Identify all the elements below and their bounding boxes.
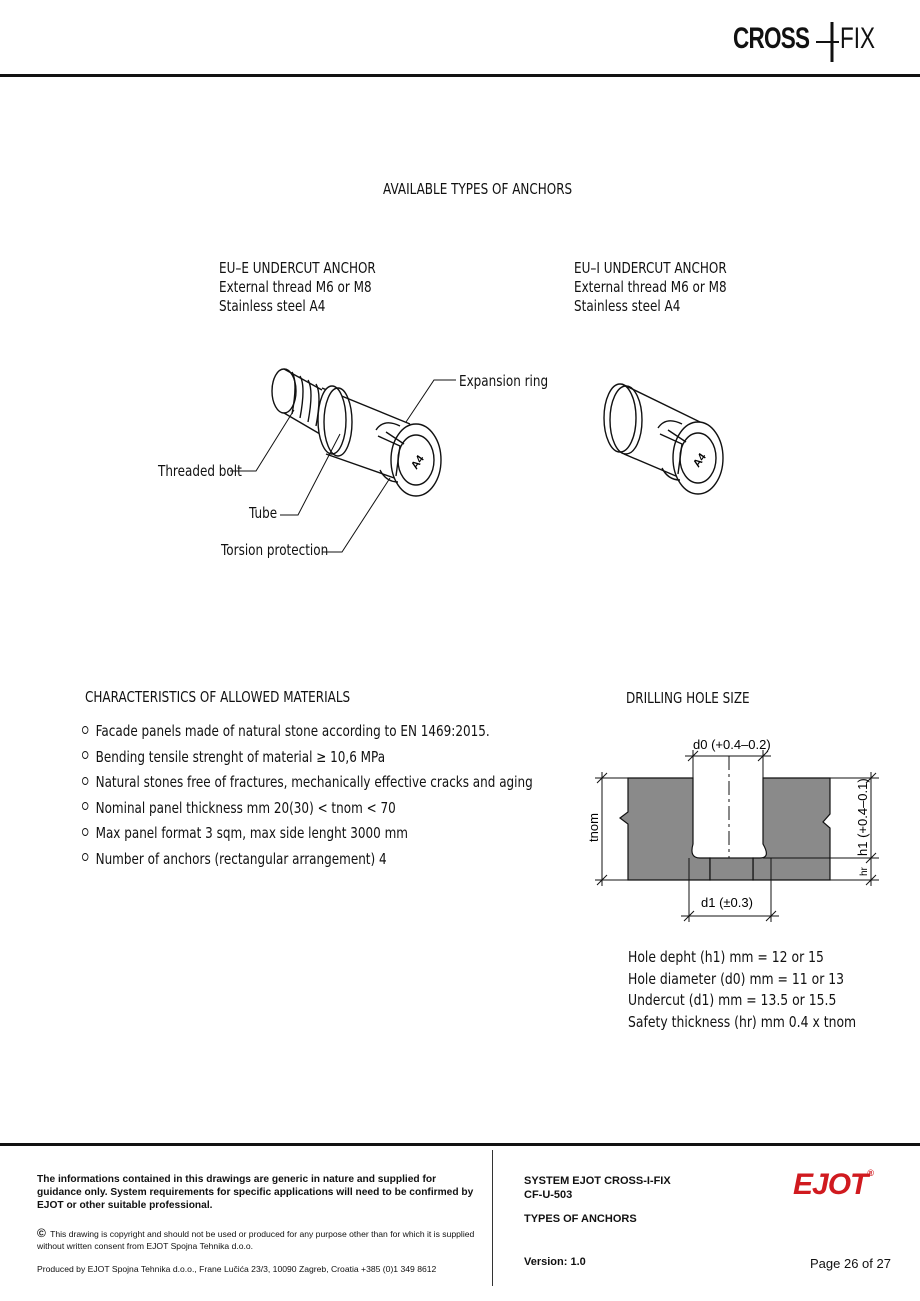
anchor-material: Stainless steel A4: [219, 297, 326, 315]
footer-divider: [492, 1150, 493, 1286]
ejot-logo: EJOT®: [793, 1168, 874, 1202]
copyright-text: This drawing is copyright and should not…: [37, 1229, 475, 1251]
footer-copyright: © This drawing is copyright and should n…: [37, 1227, 477, 1252]
drilling-hole-diagram: d0 (+0.4–0.2) d1 (±0.3) tnom h1 (+0.4–0.…: [586, 737, 879, 922]
bullet-circle-icon: [82, 725, 89, 734]
list-item: Bending tensile strenght of material ≥ 1…: [82, 746, 533, 772]
page-number: Page 26 of 27: [810, 1256, 891, 1271]
d0-label: d0 (+0.4–0.2): [693, 737, 771, 752]
drilling-specs: Hole depht (h1) mm = 12 or 15 Hole diame…: [628, 947, 856, 1033]
bullet-circle-icon: [82, 853, 89, 862]
eu-i-anchor-spec: EU–I UNDERCUT ANCHOR External thread M6 …: [574, 259, 727, 316]
spec-safety-thickness: Safety thickness (hr) mm 0.4 x tnom: [628, 1012, 857, 1031]
page-title: AVAILABLE TYPES OF ANCHORS: [383, 180, 573, 198]
eu-e-anchor-spec: EU–E UNDERCUT ANCHOR External thread M6 …: [219, 259, 376, 316]
document-type: TYPES OF ANCHORS: [524, 1213, 637, 1225]
cross-logo-icon: [816, 22, 839, 62]
footer-rule: [0, 1143, 920, 1146]
d1-label: d1 (±0.3): [701, 895, 753, 910]
anchor-thread: External thread M6 or M8: [574, 278, 727, 296]
spec-undercut: Undercut (d1) mm = 13.5 or 15.5: [628, 991, 837, 1009]
list-item: Facade panels made of natural stone acco…: [82, 720, 533, 746]
header-rule: [0, 74, 920, 77]
copyright-icon: ©: [37, 1226, 46, 1240]
spec-hole-diameter: Hole diameter (d0) mm = 11 or 13: [628, 969, 845, 988]
anchor-name: EU–E UNDERCUT ANCHOR: [219, 259, 376, 277]
callout-threaded-bolt: Threaded bolt: [158, 462, 242, 480]
callout-leaders: [230, 379, 456, 553]
drilling-title: DRILLING HOLE SIZE: [626, 689, 750, 707]
system-title: SYSTEM EJOT CROSS-I-FIX: [524, 1175, 671, 1187]
h1-label: h1 (+0.4–0.1): [855, 778, 870, 856]
tnom-label: tnom: [586, 813, 601, 842]
list-item: Max panel format 3 sqm, max side lenght …: [82, 822, 533, 848]
anchor-name: EU–I UNDERCUT ANCHOR: [574, 259, 727, 277]
bullet-circle-icon: [82, 827, 89, 836]
system-code: CF-U-503: [524, 1189, 573, 1201]
bullet-circle-icon: [82, 802, 89, 811]
characteristics-list: Facade panels made of natural stone acco…: [82, 720, 533, 874]
callout-torsion-protection: Torsion protection: [221, 541, 329, 559]
ejot-logo-text: EJOT: [793, 1168, 868, 1201]
list-item: Nominal panel thickness mm 20(30) < tnom…: [82, 797, 533, 823]
characteristics-title: CHARACTERISTICS OF ALLOWED MATERIALS: [85, 688, 351, 706]
registered-mark-icon: ®: [867, 1168, 874, 1178]
hr-label: hr: [859, 866, 870, 876]
callout-tube: Tube: [249, 504, 278, 522]
eu-e-anchor-drawing: A4: [271, 368, 442, 497]
logo-cross-text: CROSS: [733, 22, 810, 55]
callout-expansion-ring: Expansion ring: [459, 372, 549, 390]
logo-fix-text: FIX: [840, 22, 876, 55]
list-item: Number of anchors (rectangular arrangeme…: [82, 848, 533, 874]
bullet-circle-icon: [82, 751, 89, 760]
version-label: Version: 1.0: [524, 1256, 586, 1268]
bullet-circle-icon: [82, 776, 89, 785]
anchor-thread: External thread M6 or M8: [219, 278, 372, 296]
footer-disclaimer: The informations contained in this drawi…: [37, 1174, 474, 1211]
footer-produced-by: Produced by EJOT Spojna Tehnika d.o.o., …: [37, 1264, 437, 1274]
list-item: Natural stones free of fractures, mechan…: [82, 771, 533, 797]
anchor-material: Stainless steel A4: [574, 297, 681, 315]
eu-i-anchor-drawing: A4: [603, 383, 724, 495]
spec-hole-depth: Hole depht (h1) mm = 12 or 15: [628, 948, 824, 966]
